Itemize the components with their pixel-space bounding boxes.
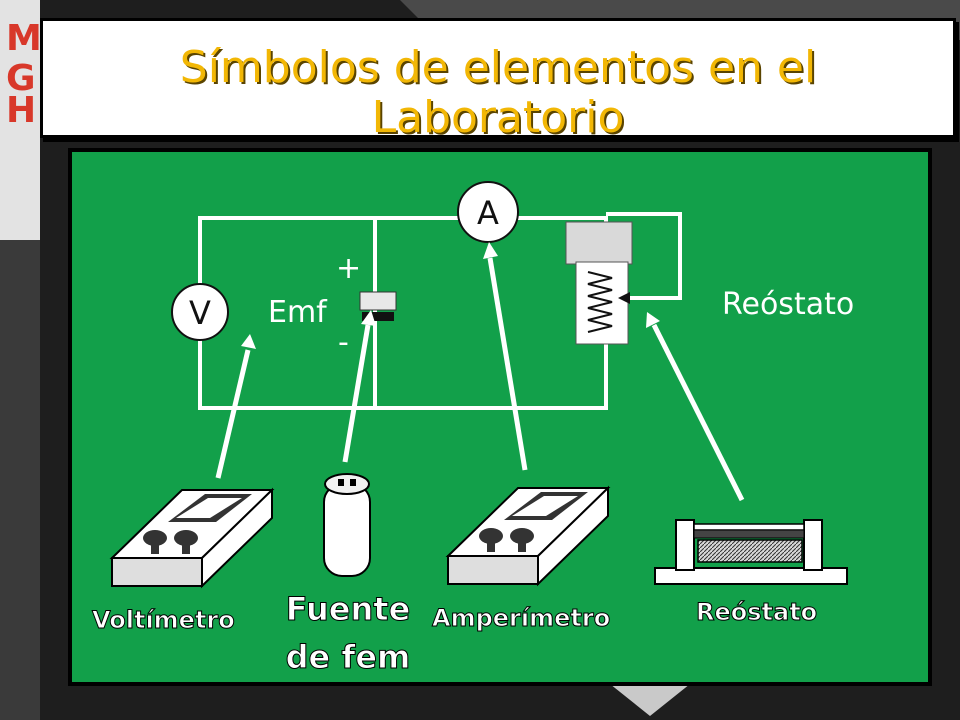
voltmeter-label: Voltímetro [92,606,235,634]
voltmeter-symbol-label: V [189,294,211,332]
publisher-logo: M G H [6,18,42,131]
rheostat-device-label: Reóstato [696,598,817,626]
ammeter-device [445,485,611,587]
pointer-arrowheads [241,242,660,349]
slide-title: Símbolos de elementos en el Laboratorio [43,43,953,143]
emf-label: Emf [268,295,328,330]
down-arrow-icon [610,684,690,716]
ammeter-symbol [457,181,519,243]
fem-arrow [342,324,371,463]
ammeter-symbol-label: A [477,194,499,232]
title-box: Símbolos de elementos en el Laboratorio [40,18,956,143]
svg-text:G: G [6,58,36,99]
svg-text:H: H [6,90,36,131]
voltmeter-device [109,487,275,589]
fem-source-label-line2: de fem [286,638,411,676]
fem-source-device [323,473,371,577]
rheostat-circuit-label: Reóstato [722,287,854,322]
ammeter-arrow [487,257,528,471]
title-line-1: Símbolos de elementos en el [179,42,817,93]
rheostat-arrow [651,323,745,502]
rheostat-symbol [565,221,633,345]
voltmeter-arrow [215,349,251,479]
emf-battery-symbol [359,291,397,321]
pointer-arrows [215,257,745,502]
rheostat-device [654,519,848,585]
svg-text:M: M [6,18,42,59]
ammeter-label: Amperímetro [432,604,610,632]
minus-sign: - [338,325,349,360]
fem-source-label-line1: Fuente [286,590,411,628]
voltmeter-symbol [171,283,229,341]
plus-sign: + [336,251,361,286]
title-line-2: Laboratorio [371,92,625,143]
